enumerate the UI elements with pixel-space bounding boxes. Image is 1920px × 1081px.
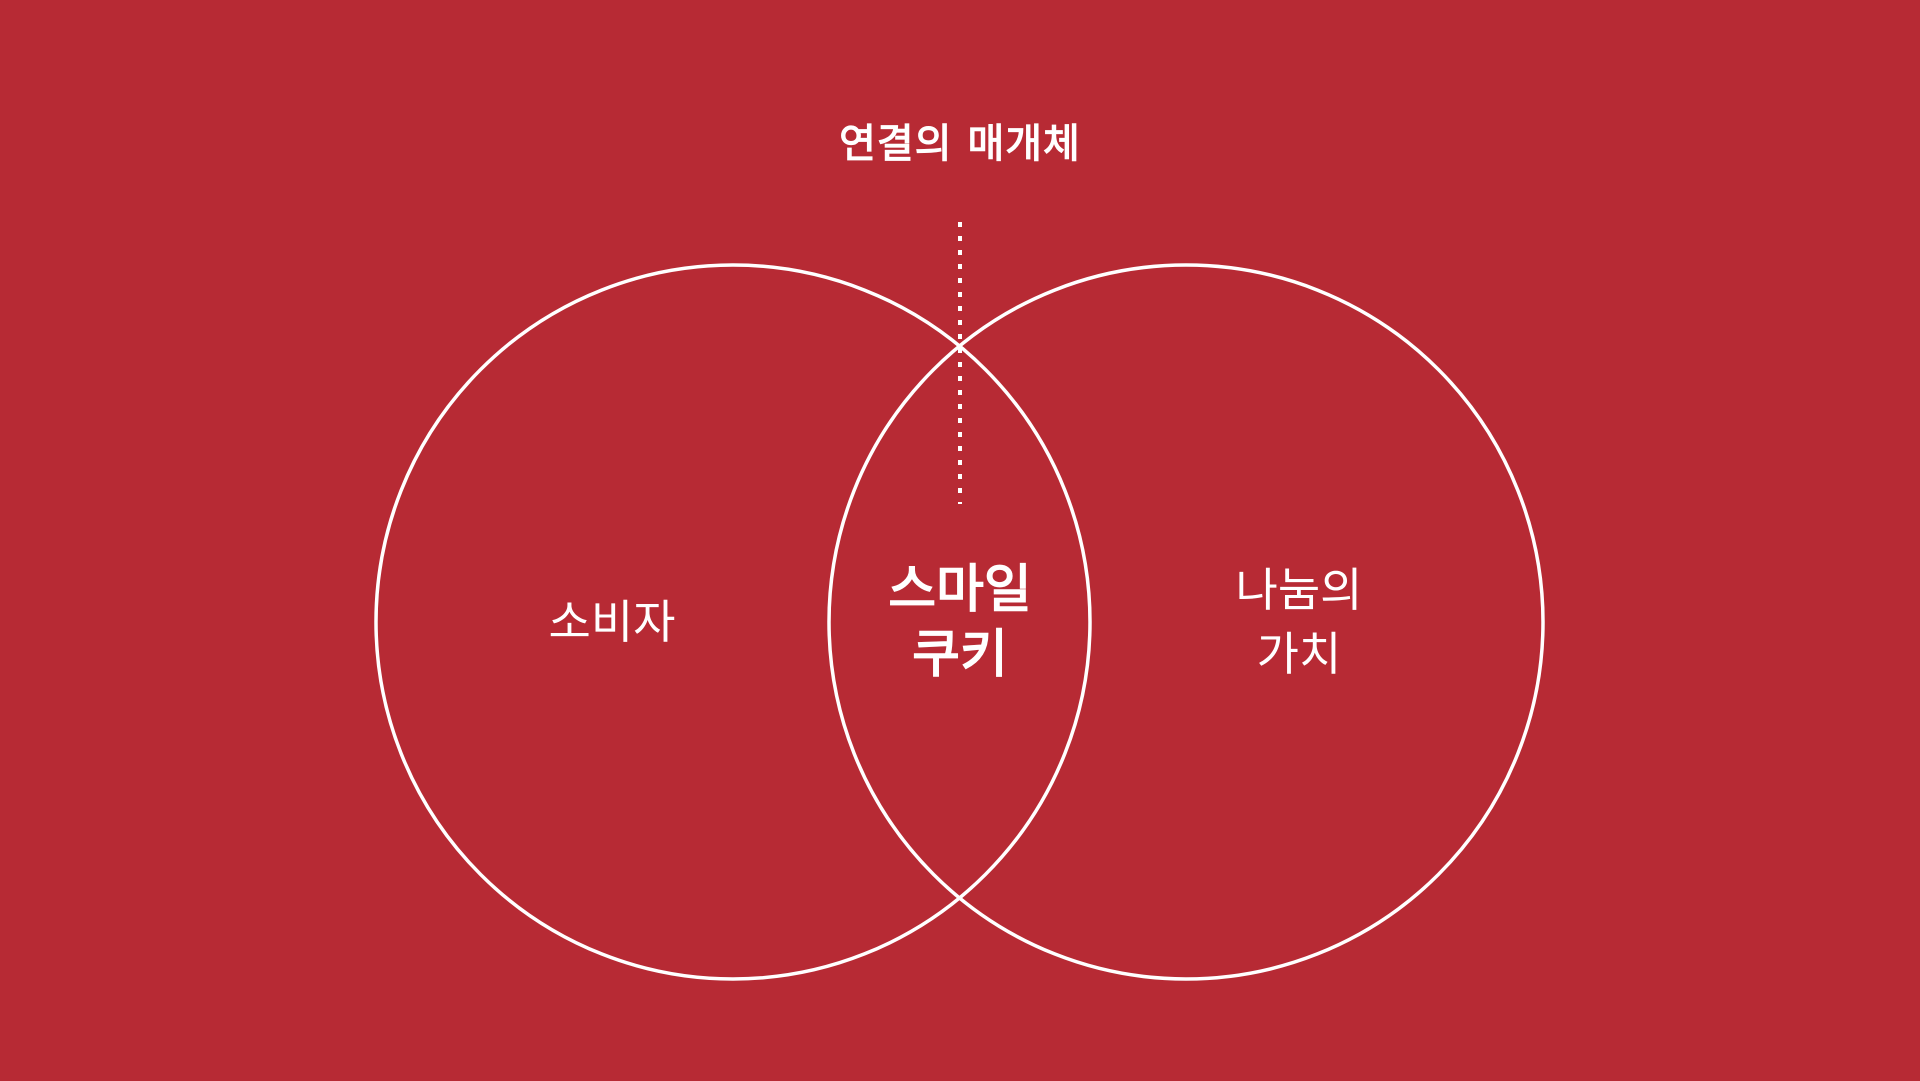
intersection-label-line-2: 쿠키 [912,625,1008,685]
consumer-circle [374,263,1092,981]
value-circle [827,263,1545,981]
intersection-label-line-1: 스마일 [888,560,1032,620]
consumer-label: 소비자 [549,593,676,653]
value-label-line-2: 가치 [1256,627,1342,682]
intersection-label: 스마일 쿠키 [888,558,1032,688]
value-label: 나눔의 가치 [1236,558,1363,687]
mediator-title: 연결의 매개체 [839,121,1081,167]
value-label-line-1: 나눔의 [1235,563,1363,617]
consumer-label-line: 소비자 [548,595,676,649]
